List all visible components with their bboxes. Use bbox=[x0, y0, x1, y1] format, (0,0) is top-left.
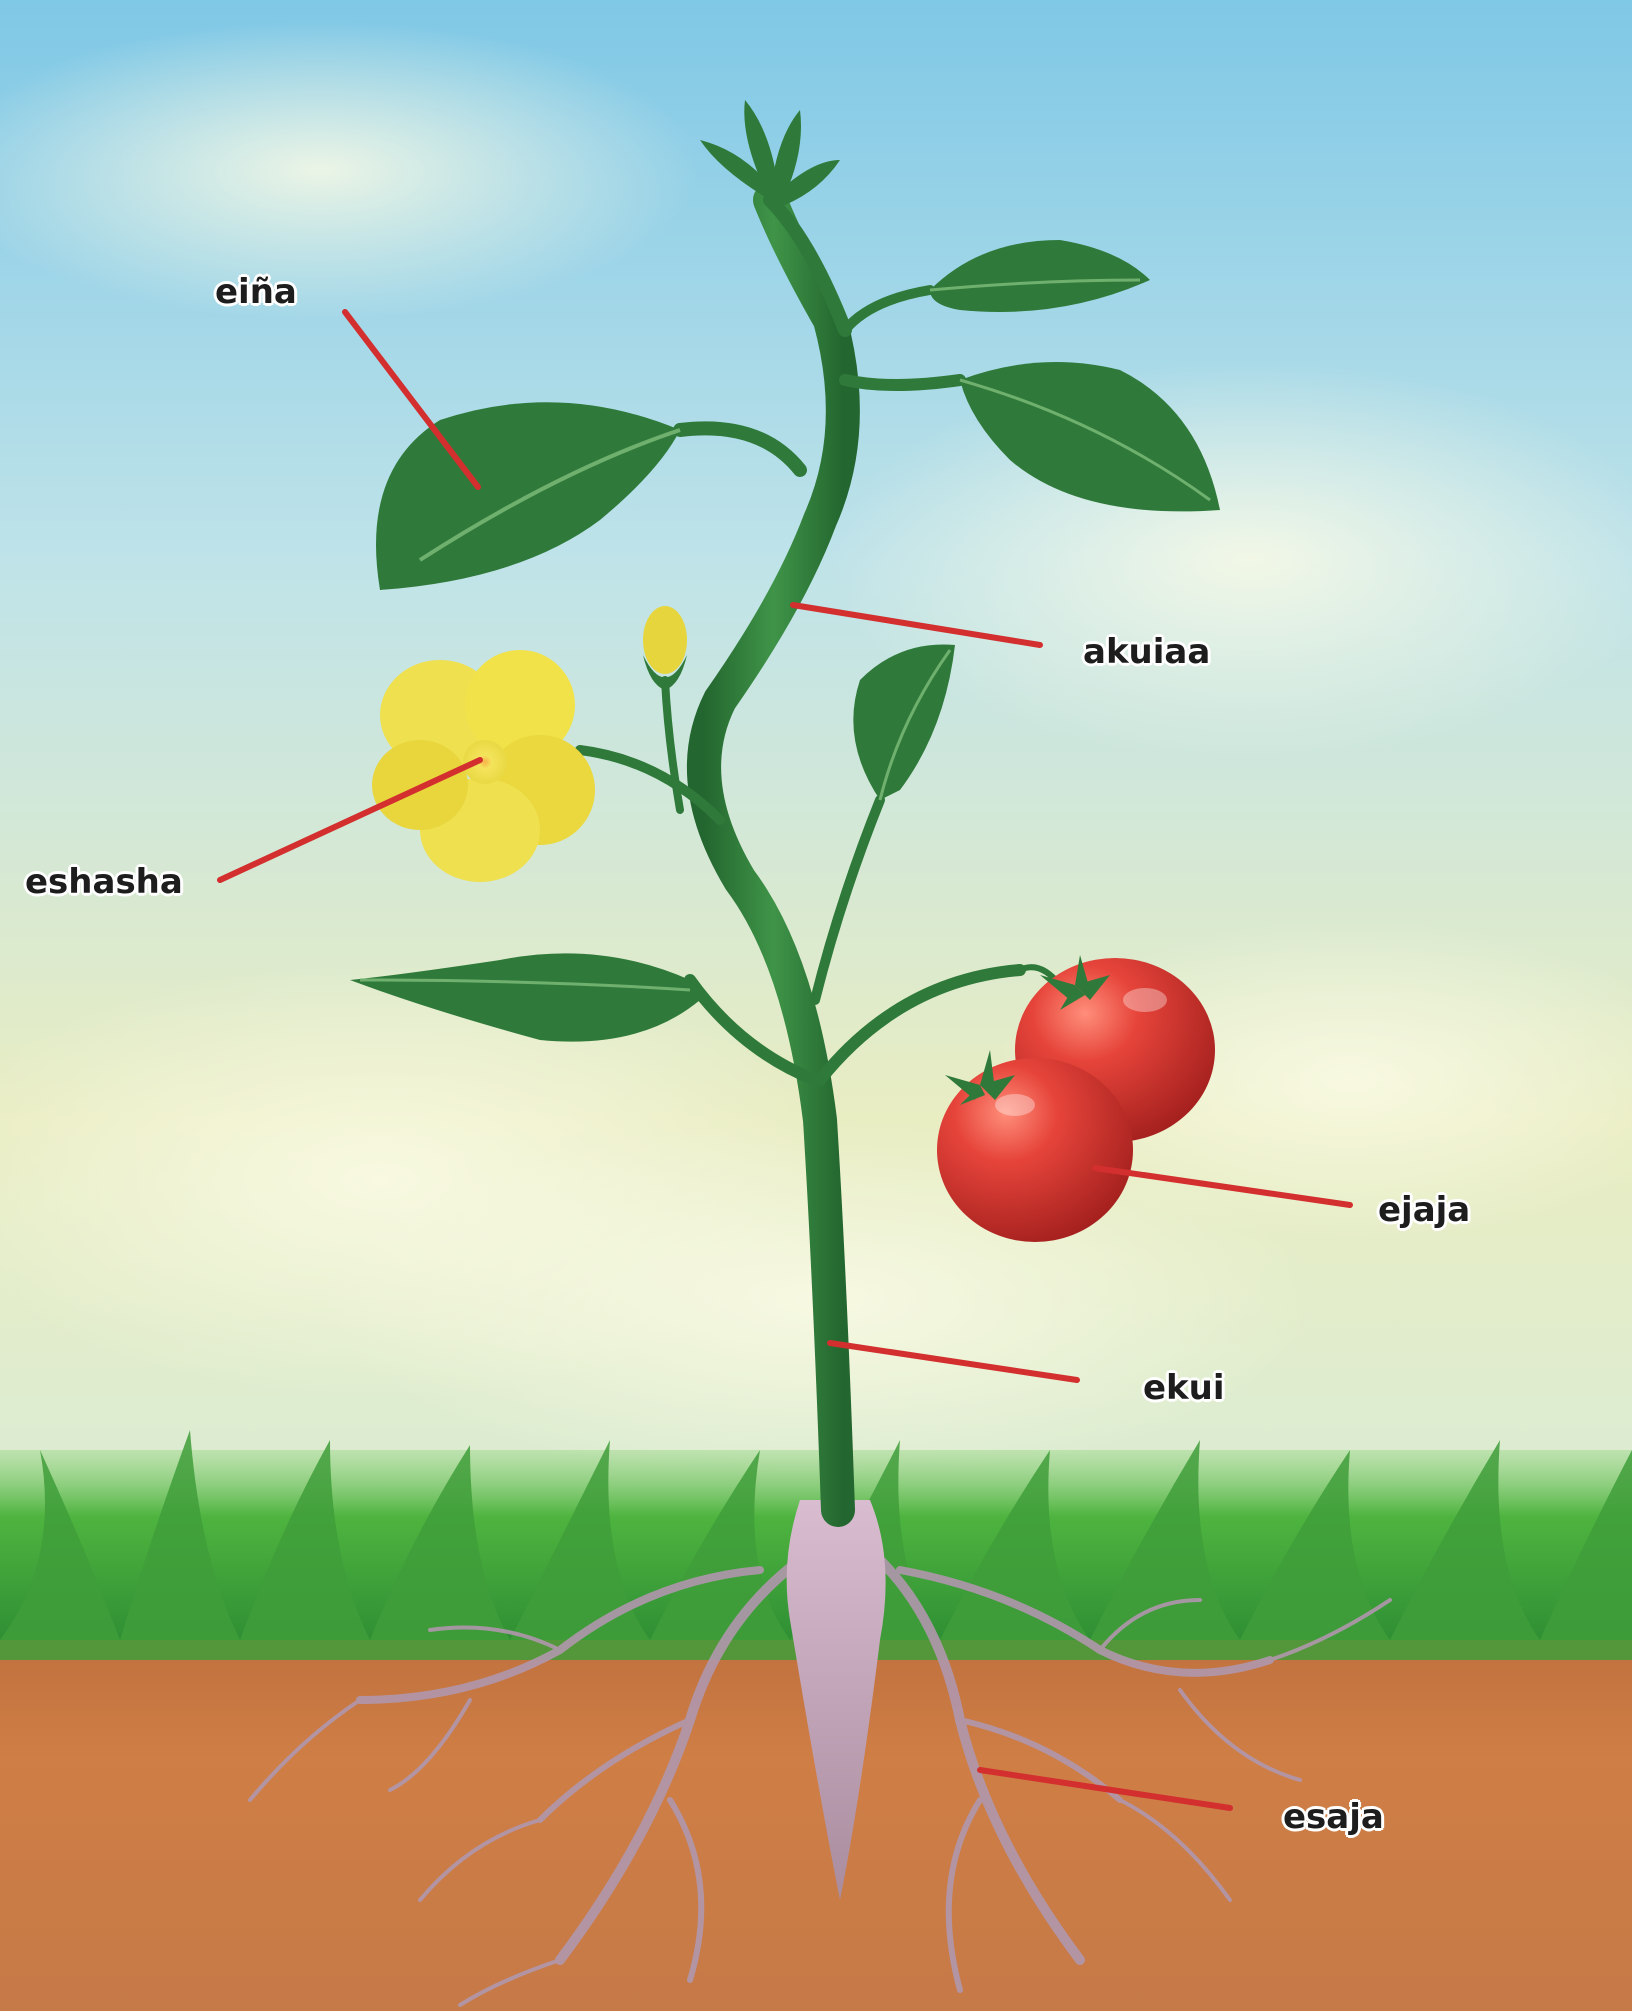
label-flower: eshasha bbox=[25, 862, 183, 902]
label-stem: ekui bbox=[1143, 1368, 1225, 1408]
label-fruit: ejaja bbox=[1378, 1190, 1470, 1230]
label-leaf: eiña bbox=[215, 272, 297, 312]
label-root: esaja bbox=[1283, 1797, 1384, 1837]
label-branch: akuiaa bbox=[1083, 632, 1210, 672]
